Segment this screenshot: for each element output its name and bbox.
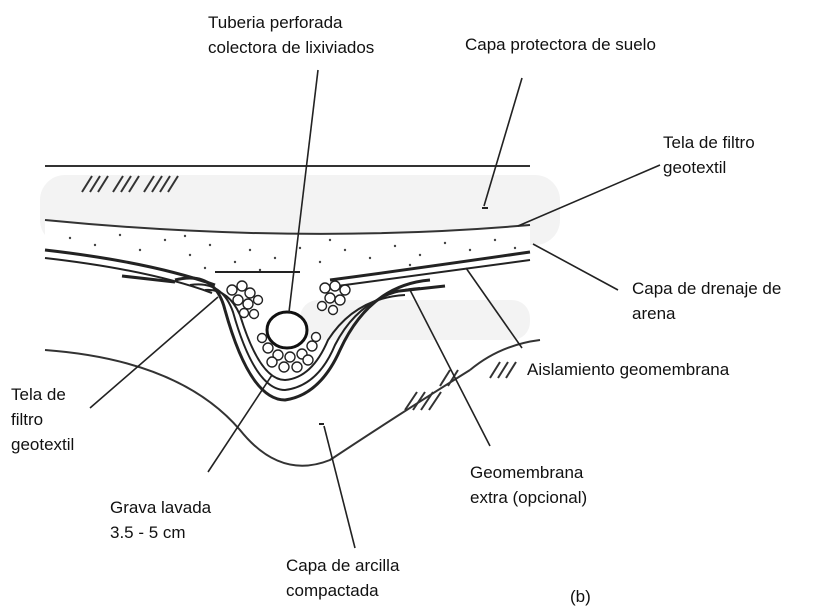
soil-hatch-bottom (405, 362, 516, 410)
label-tela-filtro-left-line1: Tela de (11, 382, 74, 407)
label-geomembrana-extra-line2: extra (opcional) (470, 485, 587, 510)
label-tela-filtro-left: Tela de filtro geotextil (11, 382, 74, 457)
label-grava-line2: 3.5 - 5 cm (110, 520, 211, 545)
leader-capa-drenaje (533, 244, 618, 290)
figure-tag: (b) (570, 588, 591, 606)
label-tuberia-line1: Tuberia perforada (208, 10, 374, 35)
perforated-pipe (267, 312, 307, 348)
label-capa-protectora-text: Capa protectora de suelo (465, 32, 656, 57)
label-arcilla-line2: compactada (286, 578, 399, 603)
label-grava: Grava lavada 3.5 - 5 cm (110, 495, 211, 545)
label-capa-protectora: Capa protectora de suelo (465, 32, 656, 57)
label-aislamiento: Aislamiento geomembrana (527, 357, 729, 382)
label-capa-drenaje-line1: Capa de drenaje de (632, 276, 781, 301)
leader-arcilla (324, 426, 355, 548)
label-tela-filtro-right: Tela de filtro geotextil (663, 130, 755, 180)
label-grava-line1: Grava lavada (110, 495, 211, 520)
label-tela-filtro-right-line2: geotextil (663, 155, 755, 180)
label-geomembrana-extra: Geomembrana extra (opcional) (470, 460, 587, 510)
label-arcilla-line1: Capa de arcilla (286, 553, 399, 578)
leader-tela-filtro-left (90, 297, 218, 408)
figure-tag-text: (b) (570, 588, 591, 606)
leader-grava (208, 375, 272, 472)
label-tela-filtro-left-line3: geotextil (11, 432, 74, 457)
label-tela-filtro-left-line2: filtro (11, 407, 74, 432)
label-geomembrana-extra-line1: Geomembrana (470, 460, 587, 485)
label-arcilla: Capa de arcilla compactada (286, 553, 399, 603)
label-tuberia-line2: colectora de lixiviados (208, 35, 374, 60)
label-capa-drenaje: Capa de drenaje de arena (632, 276, 781, 326)
label-tela-filtro-right-line1: Tela de filtro (663, 130, 755, 155)
label-tuberia: Tuberia perforada colectora de lixiviado… (208, 10, 374, 60)
label-aislamiento-text: Aislamiento geomembrana (527, 357, 729, 382)
label-capa-drenaje-line2: arena (632, 301, 781, 326)
